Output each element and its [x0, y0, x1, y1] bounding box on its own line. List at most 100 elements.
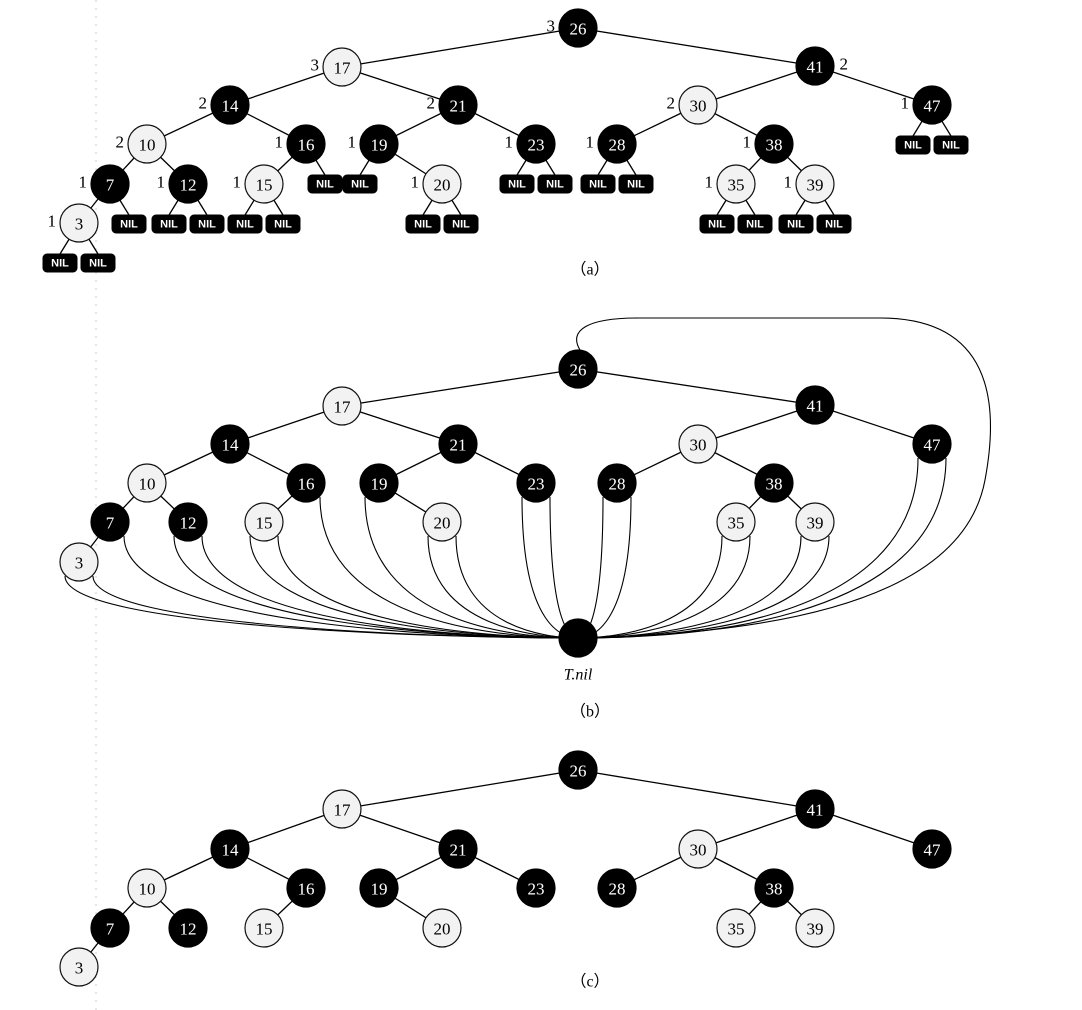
node-key: 23 [528, 136, 545, 155]
edge-17-21 [341, 808, 459, 850]
tree-node-12: 121 [157, 164, 208, 204]
node-key: 35 [728, 176, 745, 195]
nil-leaf-label: NIL [414, 219, 432, 231]
tree-node-15: 15 [244, 502, 284, 542]
tree-node-7: 7 [90, 502, 130, 542]
node-circle [558, 8, 598, 48]
sentinel-link-7-right [123, 535, 579, 639]
edge-17-21 [341, 405, 459, 445]
nil-leaf-box [307, 174, 343, 194]
edge-26-41 [577, 27, 816, 67]
edge-17-14 [229, 405, 343, 445]
node-key: 12 [180, 920, 197, 939]
nil-leaf-box [895, 135, 931, 155]
node-circle [678, 85, 718, 125]
tree-node-28: 28 [597, 463, 637, 503]
node-key: 30 [690, 841, 707, 860]
tree-node-47: 47 [912, 424, 952, 464]
node-key: 28 [609, 475, 626, 494]
tree-node-12: 12 [168, 502, 208, 542]
nil-leaf-box [151, 214, 187, 234]
tree-node-23: 23 [516, 868, 556, 908]
node-circle [244, 502, 284, 542]
tree-node-3: 3 [59, 542, 99, 582]
tree-node-28: 28 [597, 868, 637, 908]
tree-node-21: 21 [438, 424, 478, 464]
tree-node-20: 201 [411, 164, 462, 204]
node-circle [795, 502, 835, 542]
node-key: 12 [180, 176, 197, 195]
node-circle [127, 463, 167, 503]
nil-leaf-label: NIL [904, 140, 922, 152]
tree-node-20: 20 [422, 908, 462, 948]
sentinel-link-15-left [249, 535, 579, 639]
sentinel-link-15-right [277, 535, 579, 639]
nil-leaf-box [405, 214, 441, 234]
black-height-label: 1 [48, 212, 57, 231]
tree-node-30: 30 [678, 424, 718, 464]
tree-node-19: 19 [359, 463, 399, 503]
node-circle [59, 542, 99, 582]
node-key: 14 [222, 841, 240, 860]
node-key: 23 [528, 880, 545, 899]
black-height-label: 1 [784, 173, 793, 192]
tree-node-35: 351 [705, 164, 756, 204]
black-height-label: 1 [348, 133, 357, 152]
edge-17-21 [341, 66, 459, 106]
node-key: 26 [570, 762, 587, 781]
node-key: 41 [807, 801, 824, 820]
node-circle [438, 829, 478, 869]
node-key: 21 [450, 97, 467, 116]
black-height-label: 1 [79, 173, 88, 192]
node-circle [127, 124, 167, 164]
node-circle [516, 463, 556, 503]
node-circle [597, 868, 637, 908]
node-circle [795, 908, 835, 948]
node-key: 17 [334, 59, 352, 78]
nil-leaf-label: NIL [708, 219, 726, 231]
sentinel-node [558, 618, 598, 658]
nil-leaf-box [265, 214, 301, 234]
node-circle [912, 424, 952, 464]
nil-leaf-label: NIL [51, 258, 69, 270]
black-height-label: 1 [233, 173, 242, 192]
nil-leaf-box [42, 253, 78, 273]
nil-leaf-label: NIL [452, 219, 470, 231]
tree-node-39: 39 [795, 502, 835, 542]
nil-leaf-label: NIL [508, 179, 526, 191]
tree-node-39: 391 [784, 164, 835, 204]
node-key: 38 [766, 136, 783, 155]
node-circle [244, 164, 284, 204]
edge-17-14 [229, 808, 343, 850]
nil-leaf-label: NIL [89, 258, 107, 270]
node-key: 20 [434, 176, 451, 195]
node-key: 35 [728, 920, 745, 939]
sentinel-link-23-right [549, 496, 579, 639]
tree-node-20: 20 [422, 502, 462, 542]
tree-node-14: 142 [199, 85, 250, 125]
node-circle [359, 463, 399, 503]
nil-leaf-box [227, 214, 263, 234]
node-key: 30 [690, 436, 707, 455]
nil-leaf-label: NIL [198, 219, 216, 231]
node-circle [558, 349, 598, 389]
nil-leaf-box [933, 135, 969, 155]
node-key: 35 [728, 514, 745, 533]
sentinel-link-28-left [577, 496, 604, 639]
nil-leaf-label: NIL [942, 140, 960, 152]
node-key: 7 [106, 920, 115, 939]
node-circle [438, 424, 478, 464]
nil-leaf-box [778, 214, 814, 234]
tree-node-21: 21 [438, 829, 478, 869]
node-key: 47 [924, 841, 942, 860]
node-circle [795, 164, 835, 204]
tree-node-26: 26 [558, 750, 598, 790]
black-height-label: 2 [840, 55, 849, 74]
tree-node-28: 281 [586, 124, 637, 164]
node-circle [168, 164, 208, 204]
